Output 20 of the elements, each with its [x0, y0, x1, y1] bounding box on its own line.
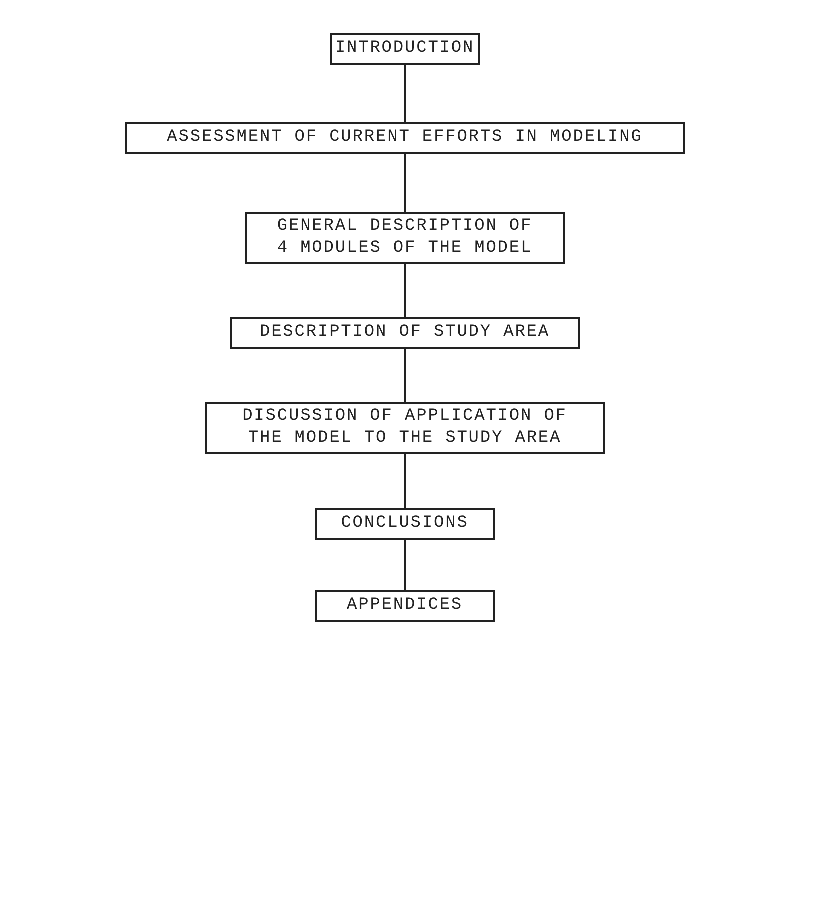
process-box	[245, 212, 565, 264]
process-box	[330, 33, 480, 65]
process-box	[125, 122, 685, 154]
process-box	[315, 590, 495, 622]
connector-line	[404, 262, 406, 317]
box-label: DESCRIPTION OF STUDY AREA	[260, 322, 550, 344]
process-box	[230, 317, 580, 349]
box-label: CONCLUSIONS	[341, 512, 469, 535]
box-label: DISCUSSION OF APPLICATION OF THE MODEL TO THE STUDY AREA	[242, 406, 568, 450]
box-label: GENERAL DESCRIPTION OF 4 MODULES OF THE MODEL	[276, 216, 534, 260]
connector-line	[404, 349, 406, 402]
process-box	[205, 402, 605, 454]
connector-line	[404, 154, 406, 212]
connector-line	[404, 452, 406, 508]
connector-line	[404, 540, 406, 590]
box-label: APPENDICES	[346, 594, 464, 617]
process-box	[315, 508, 495, 540]
box-label: ASSESSMENT OF CURRENT EFFORTS IN MODELING	[167, 126, 643, 149]
connector-line	[404, 65, 406, 122]
box-label: INTRODUCTION	[335, 38, 475, 60]
